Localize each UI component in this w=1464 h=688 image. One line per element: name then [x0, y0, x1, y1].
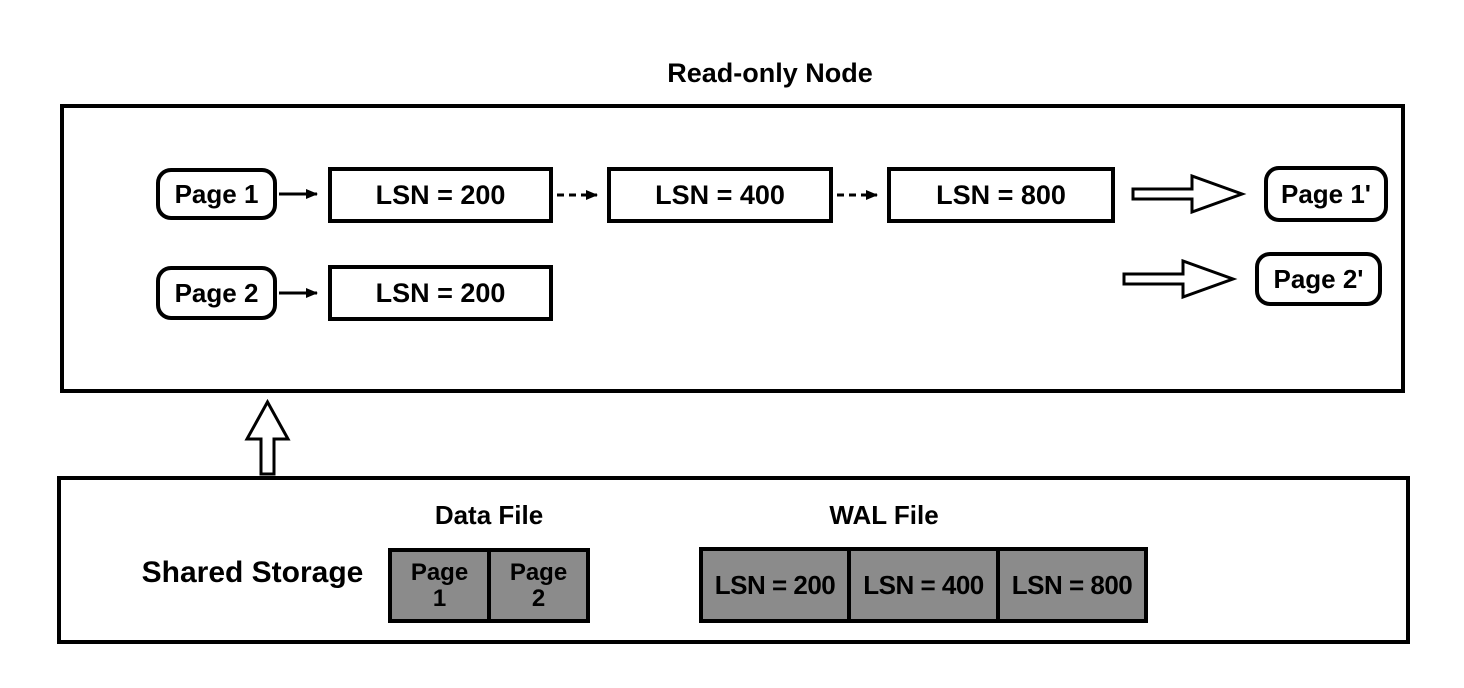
diagram-title: Read-only Node: [667, 58, 873, 88]
wal-file-label: WAL File: [829, 500, 939, 530]
wal-file-cells: LSN = 200 LSN = 400 LSN = 800: [699, 547, 1148, 623]
shared-storage-container: [57, 476, 1410, 644]
page2-node: Page 2: [156, 266, 277, 320]
shared-storage-label: Shared Storage: [141, 556, 364, 589]
data-file-cell-page2: Page 2: [487, 548, 590, 623]
block-arrow-up-storage-to-node-icon: [244, 398, 291, 476]
lsn-200-box-row1: LSN = 200: [328, 167, 553, 223]
page1-node: Page 1: [156, 168, 277, 220]
wal-cell-lsn800: LSN = 800: [996, 547, 1148, 623]
wal-cell-lsn400: LSN = 400: [847, 547, 1000, 623]
data-file-cell-page1: Page 1: [388, 548, 491, 623]
read-only-node-container: [60, 104, 1405, 393]
page2-prime-node: Page 2': [1255, 252, 1382, 306]
wal-cell-lsn200: LSN = 200: [699, 547, 851, 623]
lsn-200-box-row2: LSN = 200: [328, 265, 553, 321]
lsn-800-box: LSN = 800: [887, 167, 1115, 223]
page1-prime-node: Page 1': [1264, 166, 1388, 222]
lsn-400-box: LSN = 400: [607, 167, 833, 223]
data-file-label: Data File: [434, 500, 544, 530]
data-file-cells: Page 1 Page 2: [388, 548, 590, 623]
